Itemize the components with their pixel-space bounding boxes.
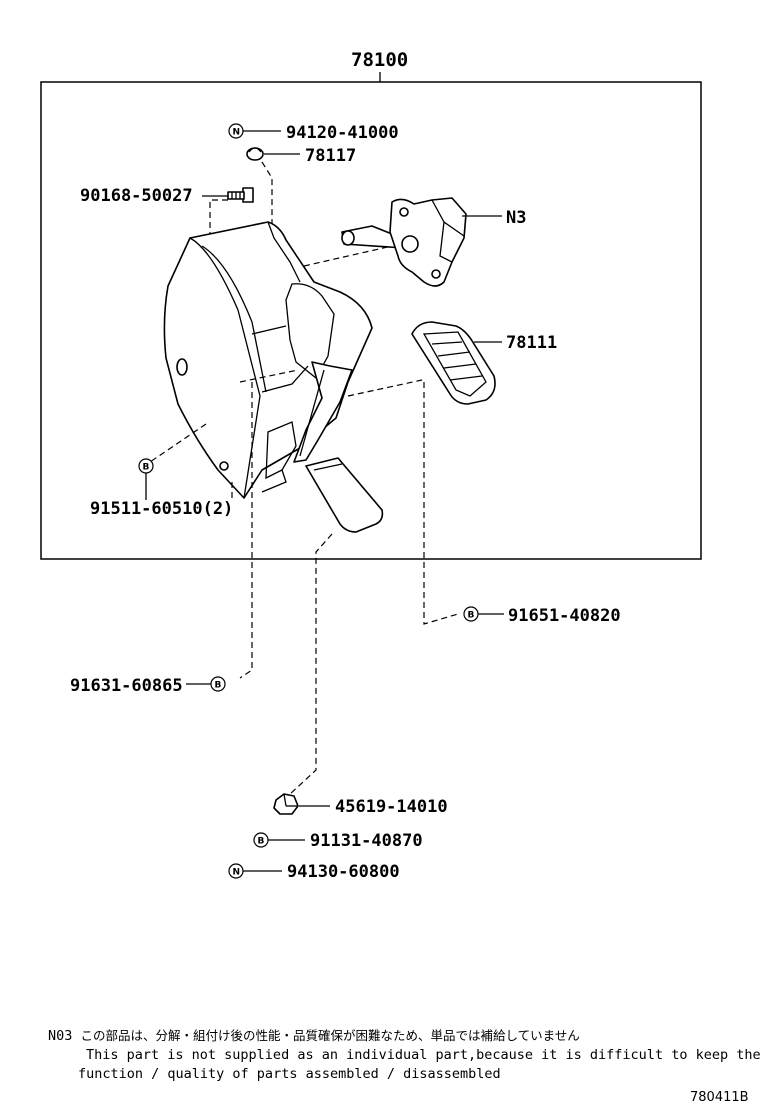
nut-symbol-94130: N: [228, 863, 244, 879]
part-number-n3: N3: [506, 208, 526, 228]
dash-91511-upper: [149, 423, 207, 463]
clip-78117-icon: [246, 147, 264, 161]
svg-text:B: B: [468, 611, 475, 621]
part-number-91651-40820: 91651-40820: [508, 606, 621, 626]
bolt-symbol-91511: B: [138, 458, 154, 474]
part-number-94120-41000: 94120-41000: [286, 123, 399, 143]
pedal-pad-78111-icon: [411, 321, 496, 405]
dash-91651: [423, 382, 459, 625]
part-number-45619-14010: 45619-14010: [335, 797, 448, 817]
pedal-bracket-icon: [163, 221, 384, 533]
dash-91631: [239, 382, 253, 679]
footnote-japanese: この部品は、分解・組付け後の性能・品質確保が困難なため、単品では補給していません: [80, 1028, 580, 1043]
svg-text:B: B: [215, 681, 222, 691]
part-number-91511-60510: 91511-60510(2): [90, 499, 233, 519]
dash-45619: [287, 533, 333, 797]
dash-sensor-top: [303, 245, 393, 267]
stopper-45619-icon: [273, 793, 299, 815]
part-number-78117: 78117: [305, 146, 356, 166]
assembly-frame: [40, 81, 702, 560]
part-number-91131-40870: 91131-40870: [310, 831, 423, 851]
bolt-90168-icon: [227, 187, 254, 203]
footnote-label: N03: [48, 1028, 73, 1044]
dash-sensor-bottom: [347, 379, 423, 397]
assembly-number-label: 78100: [351, 49, 408, 71]
svg-text:B: B: [143, 463, 150, 473]
footnote-line-jp: N03 この部品は、分解・組付け後の性能・品質確保が困難なため、単品では補給して…: [48, 1026, 753, 1046]
bolt-symbol-91131: B: [253, 832, 269, 848]
footnote-english-line2: function / quality of parts assembled / …: [78, 1066, 501, 1082]
footnote-english-line1: This part is not supplied as an individu…: [86, 1047, 760, 1063]
part-number-91631-60865: 91631-60865: [70, 676, 183, 696]
part-number-94130-60800: 94130-60800: [287, 862, 400, 882]
bolt-symbol-91651: B: [463, 606, 479, 622]
nut-symbol-94120: N: [228, 123, 244, 139]
bolt-symbol-91631: B: [210, 676, 226, 692]
part-number-90168-50027: 90168-50027: [80, 186, 193, 206]
svg-text:B: B: [258, 837, 265, 847]
footnote: N03 この部品は、分解・組付け後の性能・品質確保が困難なため、単品では補給して…: [48, 1026, 760, 1084]
accelerator-sensor-n3-icon: [341, 197, 467, 287]
part-number-78111: 78111: [506, 333, 557, 353]
svg-text:N: N: [233, 868, 241, 878]
svg-text:N: N: [233, 128, 241, 138]
diagram-code: 780411B: [690, 1090, 749, 1105]
